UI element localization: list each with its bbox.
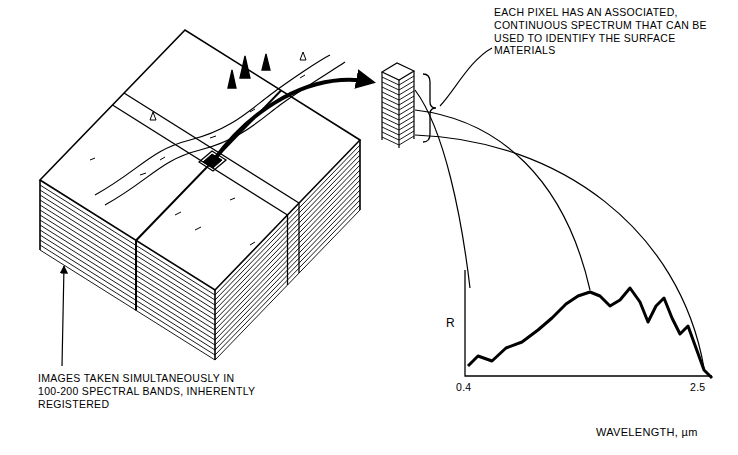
leader-arrow xyxy=(62,266,64,366)
fan-lines xyxy=(415,90,704,368)
pixel-column xyxy=(382,63,414,148)
tick-label: 2.5 xyxy=(690,381,706,394)
bracket xyxy=(423,74,436,142)
tick-label: 0.4 xyxy=(456,381,472,394)
note-text: EACH PIXEL HAS AN ASSOCIATED, CONTINUOUS… xyxy=(494,6,730,57)
axis-title: WAVELENGTH, µm xyxy=(596,426,698,439)
image-cube xyxy=(40,30,360,360)
spectrum-curve xyxy=(468,288,712,378)
leader-line xyxy=(440,48,492,106)
caption-note: IMAGES TAKEN SIMULTANEOUSLY IN 100-200 S… xyxy=(38,372,258,410)
axis-label: R xyxy=(446,316,455,331)
pointer-arrow xyxy=(214,80,372,160)
